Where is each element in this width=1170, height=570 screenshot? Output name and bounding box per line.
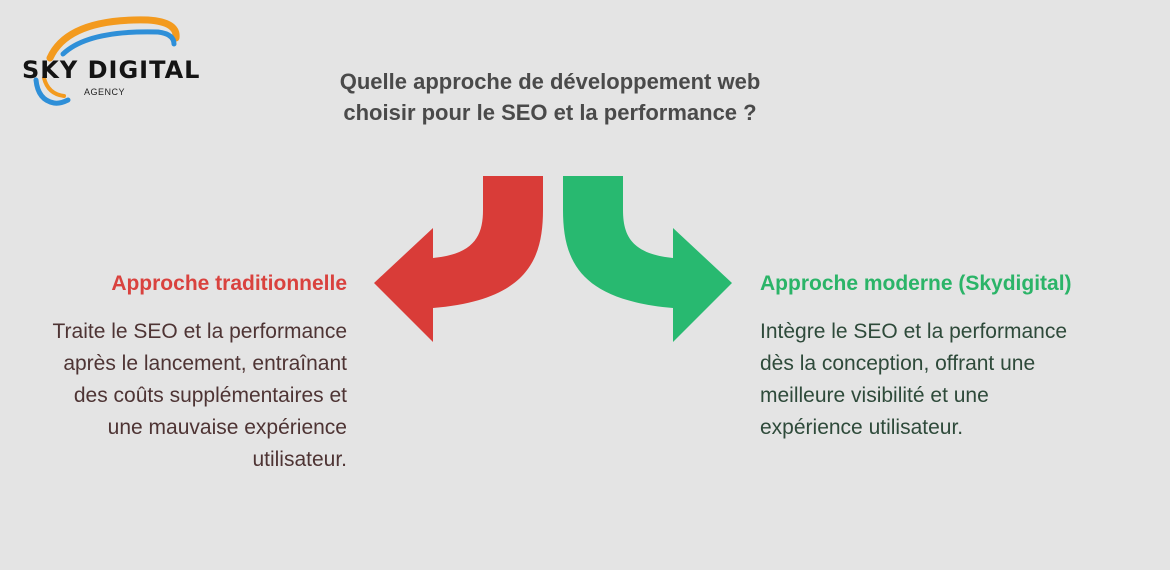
arrows-diagram xyxy=(374,176,732,342)
red-curved-arrow-left-icon xyxy=(374,176,543,342)
logo-subtitle: AGENCY xyxy=(84,87,126,97)
logo-swoosh-graphic xyxy=(33,16,180,106)
sky-digital-logo: SKY DIGITAL AGENCY xyxy=(8,8,248,113)
traditional-approach-title: Approche traditionnelle xyxy=(111,272,347,295)
modern-approach-title: Approche moderne (Skydigital) xyxy=(760,272,1072,295)
logo-name: SKY DIGITAL xyxy=(22,56,201,84)
green-curved-arrow-right-icon xyxy=(563,176,732,342)
traditional-approach-description: Traite le SEO et la performance après le… xyxy=(52,320,347,471)
question-heading: Quelle approche de développement web cho… xyxy=(339,69,761,125)
modern-approach-description: Intègre le SEO et la performance dès la … xyxy=(760,320,1067,439)
